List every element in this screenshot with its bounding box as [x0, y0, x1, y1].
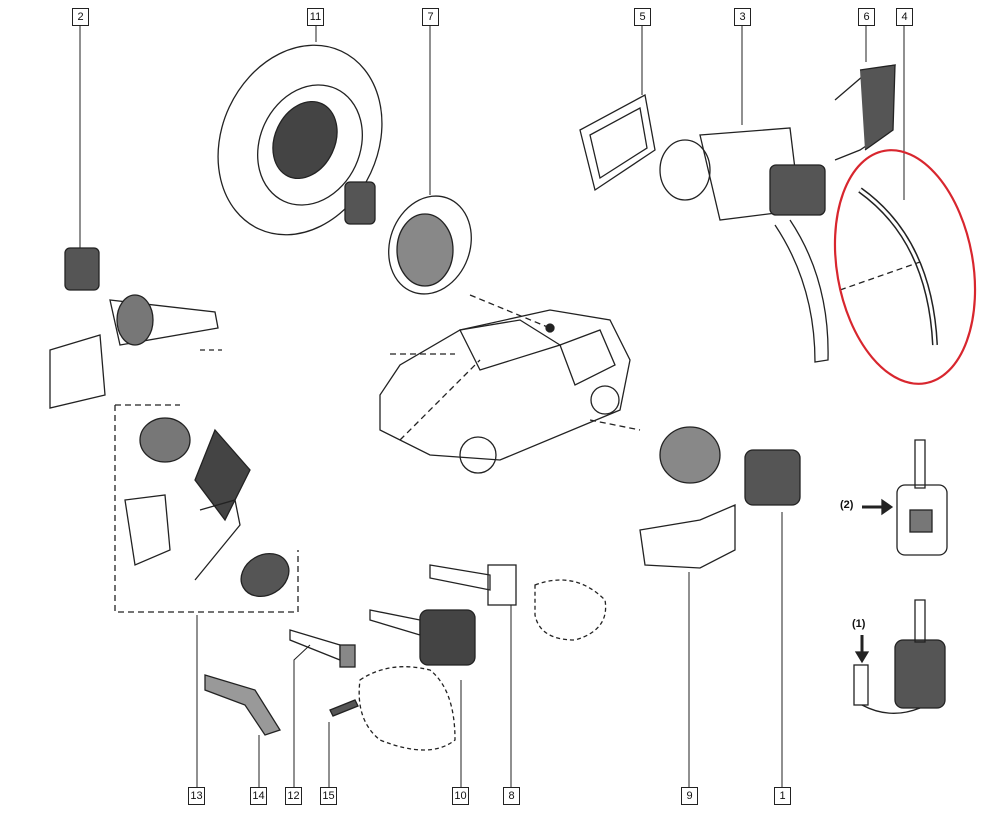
part-2-lock [49, 247, 222, 409]
part-4-rod [839, 187, 938, 346]
key-variant-2-label: (2) [840, 499, 854, 511]
highlight-circle [833, 149, 977, 385]
part-7-fuel-cap [344, 181, 472, 295]
car-illustration [379, 294, 641, 474]
key-variant-2 [862, 439, 948, 556]
part-15-screw [329, 699, 359, 717]
callout-label-14: 14 [250, 787, 267, 805]
part-5-gasket [579, 94, 656, 192]
callout-label-7: 7 [422, 8, 439, 26]
callout-label-8: 8 [503, 787, 520, 805]
callout-label-2: 2 [72, 8, 89, 26]
part-1-lock-with-key [659, 426, 801, 506]
callout-label-11: 11 [307, 8, 324, 26]
callout-label-4: 4 [896, 8, 913, 26]
part-8-key-blank [429, 564, 607, 641]
part-12-key-blank [289, 629, 356, 668]
part-10-key-head-cover [358, 609, 476, 751]
part-13-lock-set [114, 404, 299, 613]
part-11-filler-flap [217, 44, 383, 236]
callout-label-15: 15 [320, 787, 337, 805]
key-variant-1 [853, 599, 946, 714]
callout-label-3: 3 [734, 8, 751, 26]
callout-label-1: 1 [774, 787, 791, 805]
callout-label-13: 13 [188, 787, 205, 805]
callout-label-12: 12 [285, 787, 302, 805]
part-9-clip [639, 504, 736, 569]
key-variant-1-label: (1) [852, 618, 866, 630]
part-3-tailgate-lock [659, 127, 829, 363]
leader-lines [79, 25, 905, 787]
callout-label-6: 6 [858, 8, 875, 26]
callout-label-9: 9 [681, 787, 698, 805]
callout-label-5: 5 [634, 8, 651, 26]
callout-label-10: 10 [452, 787, 469, 805]
part-6-clip [834, 64, 896, 161]
part-14-key-blank [204, 674, 281, 736]
